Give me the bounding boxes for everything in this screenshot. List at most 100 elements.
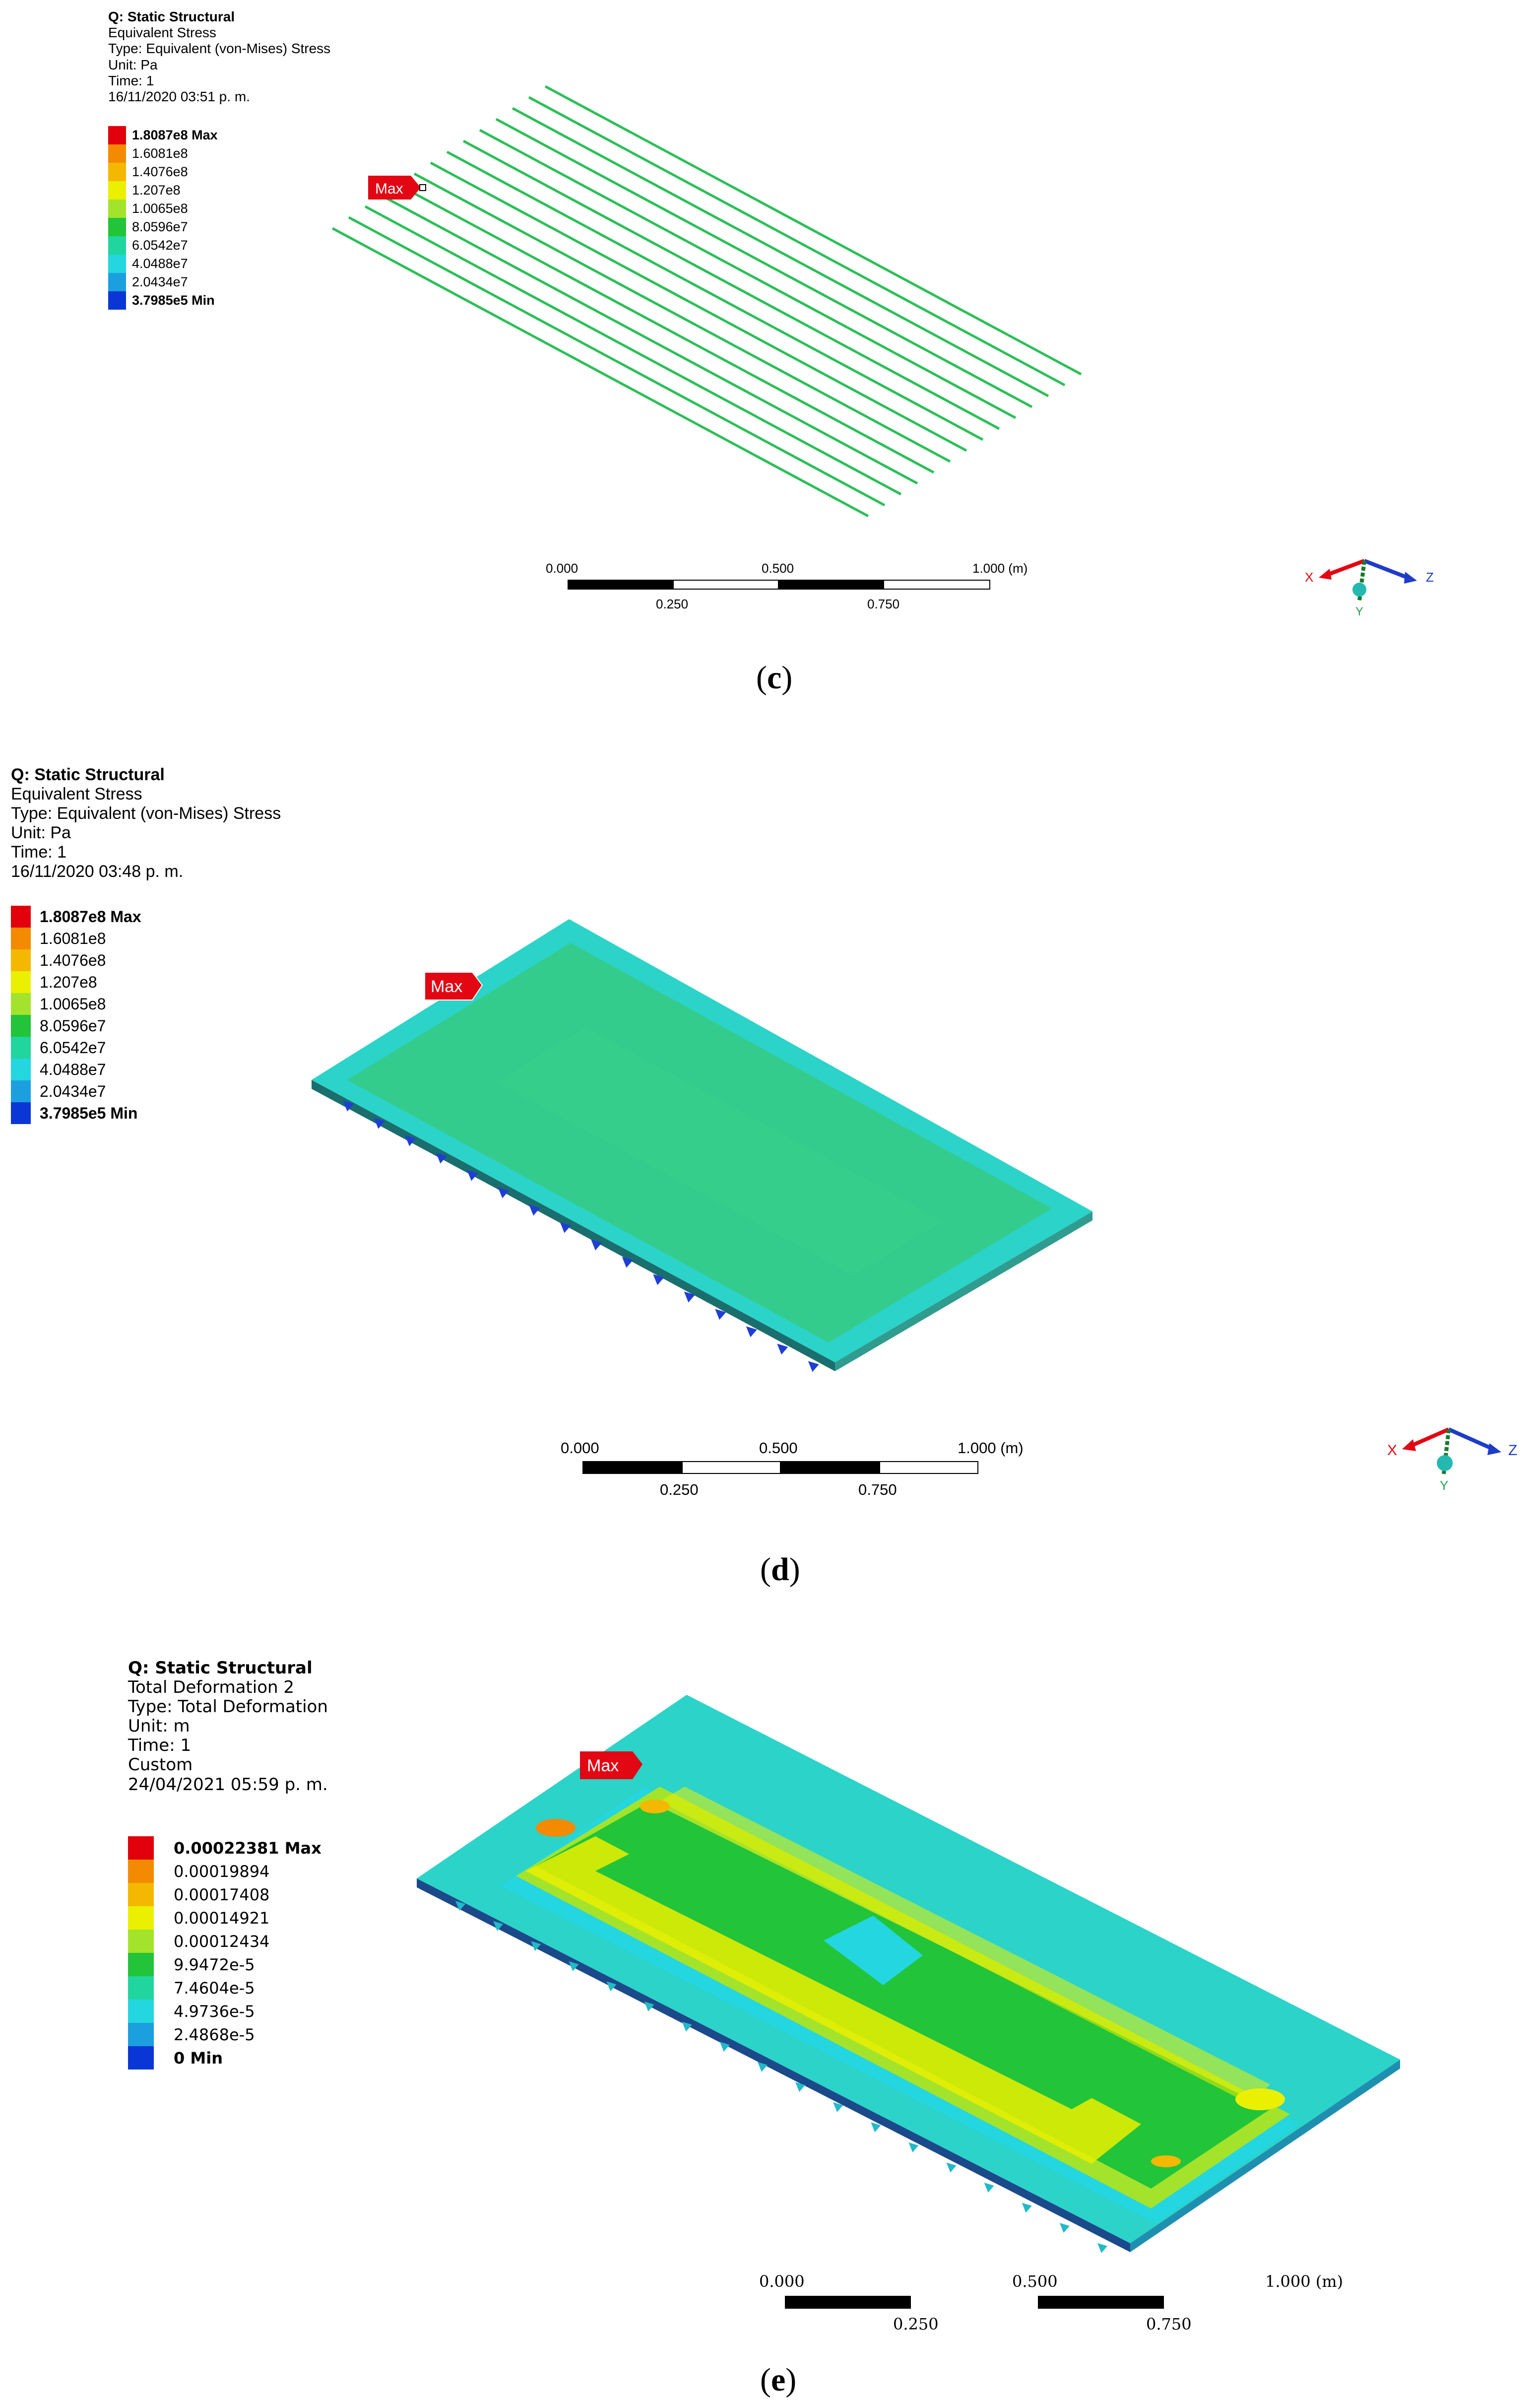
scale-segment — [682, 1461, 781, 1474]
legend-row: 0 Min — [128, 2046, 321, 2070]
legend-swatch — [11, 1015, 31, 1037]
caption-letter: c — [767, 660, 782, 696]
support-marker — [777, 1343, 788, 1355]
legend-swatch — [128, 2046, 154, 2070]
stiffener-bar — [397, 183, 935, 474]
support-marker — [498, 1187, 509, 1199]
max-flag-label: Max — [375, 181, 403, 197]
stiffener-bar — [512, 107, 1049, 398]
stiffener-bar — [381, 194, 918, 485]
support-marker — [946, 2162, 957, 2173]
legend-row: 1.4076e8 — [11, 949, 141, 971]
stiffener-bar — [331, 227, 869, 518]
scale-label: 1.000 (m) — [958, 1439, 1024, 1457]
support-marker — [1022, 2203, 1032, 2213]
legend-swatch — [11, 1059, 31, 1080]
scale-label: 0.750 — [1146, 2315, 1192, 2334]
scale-label: 0.500 — [762, 561, 794, 576]
panel-e: Q: Static Structural Total Deformation 2… — [0, 1638, 1540, 2404]
support-marker — [795, 2082, 806, 2092]
legend-swatch — [108, 126, 126, 144]
legend-row: 4.0488e7 — [108, 255, 218, 273]
panel-caption: (c) — [756, 660, 793, 696]
legend-row: 7.4604e-5 — [128, 1976, 321, 2000]
legend-value: 2.0434e7 — [132, 274, 188, 289]
result-time: Time: 1 — [11, 843, 67, 862]
legend-row: 1.0065e8 — [11, 993, 141, 1015]
support-marker — [719, 2042, 730, 2052]
legend-max-label: 1.8087e8 Max — [40, 907, 141, 926]
legend-value: 4.9736e-5 — [174, 2002, 255, 2021]
legend-row: 0.00019894 — [128, 1860, 321, 1883]
max-probe-flag[interactable]: Max — [578, 1749, 657, 1784]
scale-label: 0.000 — [546, 561, 578, 576]
legend-swatch — [108, 291, 126, 310]
axis-triad: X Z Y — [1387, 1427, 1517, 1493]
result-type: Type: Total Deformation — [128, 1697, 328, 1717]
contour-legend: 1.8087e8 Max 1.6081e8 1.4076e8 1.207e8 1… — [11, 906, 141, 1124]
scale-segment — [780, 1461, 879, 1474]
max-probe-flag[interactable]: Max — [423, 970, 492, 1005]
legend-row: 2.0434e7 — [108, 273, 218, 291]
scale-label: 0.000 — [759, 2272, 805, 2291]
legend-value: 0.00017408 — [174, 1885, 270, 1904]
legend-row: 0.00012434 — [128, 1930, 321, 1953]
result-title: Q: Static Structural — [108, 9, 235, 24]
legend-value: 0.00012434 — [174, 1932, 270, 1951]
support-marker — [606, 1981, 617, 1992]
legend-row: 3.7985e5 Min — [11, 1102, 141, 1124]
legend-row: 0.00017408 — [128, 1883, 321, 1906]
panel-caption: (d) — [760, 1551, 800, 1588]
legend-swatch — [128, 1883, 154, 1906]
scale-segment — [778, 580, 883, 590]
legend-value: 1.4076e8 — [132, 164, 188, 179]
panel-e-header: Q: Static Structural Total Deformation 2… — [128, 1658, 328, 1795]
result-mode: Custom — [128, 1755, 193, 1775]
legend-swatch — [108, 236, 126, 255]
scale-label: 0.250 — [660, 1481, 699, 1498]
legend-swatch — [128, 2023, 154, 2046]
axis-x-label: X — [1387, 1442, 1397, 1459]
legend-swatch — [128, 1953, 154, 1976]
panel-d-header: Q: Static Structural Equivalent Stress T… — [11, 765, 281, 882]
stiffener-bar — [413, 172, 951, 463]
legend-value: 8.0596e7 — [132, 219, 188, 234]
legend-row: 2.0434e7 — [11, 1080, 141, 1102]
legend-swatch — [128, 1860, 154, 1883]
legend-row: 1.6081e8 — [11, 928, 141, 949]
legend-swatch — [11, 971, 31, 993]
support-marker — [757, 2062, 768, 2072]
result-type: Type: Equivalent (von-Mises) Stress — [108, 41, 331, 57]
legend-swatch — [128, 1906, 154, 1930]
wire-model — [331, 85, 1082, 518]
result-type: Type: Equivalent (von-Mises) Stress — [11, 804, 281, 823]
legend-row: 8.0596e7 — [108, 218, 218, 236]
panel-c-header: Q: Static Structural Equivalent Stress T… — [108, 9, 330, 105]
legend-swatch — [11, 949, 31, 971]
scale-bar: 0.000 0.500 1.000 (m) 0.250 0.750 — [561, 1439, 1037, 1504]
scale-label: 0.750 — [867, 597, 900, 611]
scale-label: 0.250 — [656, 597, 689, 611]
legend-row: 9.9472e-5 — [128, 1953, 321, 1976]
scale-label: 0.500 — [1012, 2272, 1058, 2291]
support-marker — [808, 1361, 819, 1372]
legend-swatch — [11, 928, 31, 949]
support-marker — [405, 1135, 416, 1146]
legend-value: 2.0434e7 — [40, 1082, 106, 1100]
legend-swatch — [108, 200, 126, 218]
scale-bar: 0.000 0.500 1.000 (m) 0.250 0.750 — [759, 2272, 1364, 2337]
legend-swatch — [128, 1976, 154, 2000]
legend-row: 4.9736e-5 — [128, 2000, 321, 2023]
legend-swatch — [108, 218, 126, 236]
support-marker — [684, 1291, 695, 1303]
max-probe-flag[interactable]: Max — [366, 174, 436, 203]
stiffener-bar — [348, 216, 886, 507]
legend-max-label: 1.8087e8 Max — [132, 128, 218, 142]
support-marker — [591, 1239, 602, 1251]
stiffener-bar — [495, 118, 1033, 408]
support-marker — [871, 2122, 881, 2133]
legend-value: 6.0542e7 — [132, 238, 188, 253]
support-marker — [715, 1309, 726, 1320]
result-time: Time: 1 — [108, 72, 154, 88]
max-flag-label: Max — [587, 1756, 619, 1775]
